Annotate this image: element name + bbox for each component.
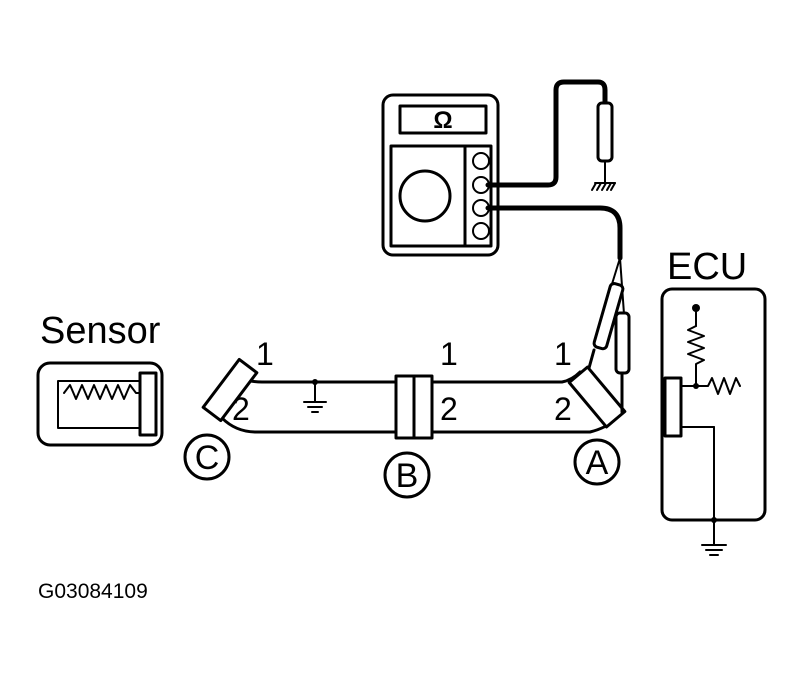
connector-a-callout: [573, 438, 621, 486]
connector-c-body: [201, 357, 259, 423]
connector-c: 1 2 C: [183, 336, 274, 481]
sensor-label: Sensor: [40, 310, 161, 352]
probe-tip-2: [614, 311, 631, 375]
ohmmeter-dial: [398, 169, 452, 223]
ecu-label: ECU: [667, 246, 747, 288]
connector-a-pin-2: 2: [554, 391, 572, 427]
resistor-icon: [687, 325, 705, 387]
connector-b: 1 2 B: [383, 336, 458, 499]
connector-a: 1 2 A: [554, 336, 627, 486]
ohmmeter-display: [398, 104, 488, 135]
ohmmeter-icon: Ω: [433, 107, 452, 134]
sensor-body: [36, 361, 164, 447]
connector-b-callout: [383, 451, 431, 499]
ground-icon: [591, 182, 616, 191]
ohmmeter-jack-1: [472, 152, 490, 170]
ground-icon: [303, 379, 327, 413]
connector-c-pin-2: 2: [232, 391, 250, 427]
connector-b-pin-2: 2: [440, 391, 458, 427]
ohmmeter-jack-4: [472, 222, 490, 240]
connector-a-body: [567, 365, 627, 429]
connector-c-label: C: [195, 439, 220, 477]
resistor-icon: [695, 377, 741, 395]
ohmmeter: Ω: [381, 93, 500, 257]
connector-c-callout: [183, 433, 231, 481]
connector-b-label: B: [396, 457, 419, 495]
ohmmeter-face: [389, 144, 493, 248]
connector-b-half-left: [394, 374, 416, 440]
meter-lead-ground: [485, 79, 616, 191]
ecu-terminal-block: [663, 376, 683, 438]
connector-c-pin-1: 1: [256, 336, 274, 372]
connector-b-pin-1: 1: [440, 336, 458, 372]
connector-a-label: A: [586, 444, 609, 482]
connector-a-pin-1: 1: [554, 336, 572, 372]
ecu-unit: ECU: [660, 246, 767, 556]
sensor-terminal-block: [138, 371, 158, 437]
meter-lead-probe: [485, 205, 631, 414]
sensor-inner-wire: [57, 380, 141, 429]
ground-probe: [596, 101, 614, 163]
ground-icon: [701, 544, 727, 556]
resistor-icon: [63, 384, 141, 400]
figure-code: G03084109: [38, 580, 148, 603]
connector-b-half-right: [412, 374, 434, 440]
sensor-unit: Sensor: [36, 310, 164, 447]
